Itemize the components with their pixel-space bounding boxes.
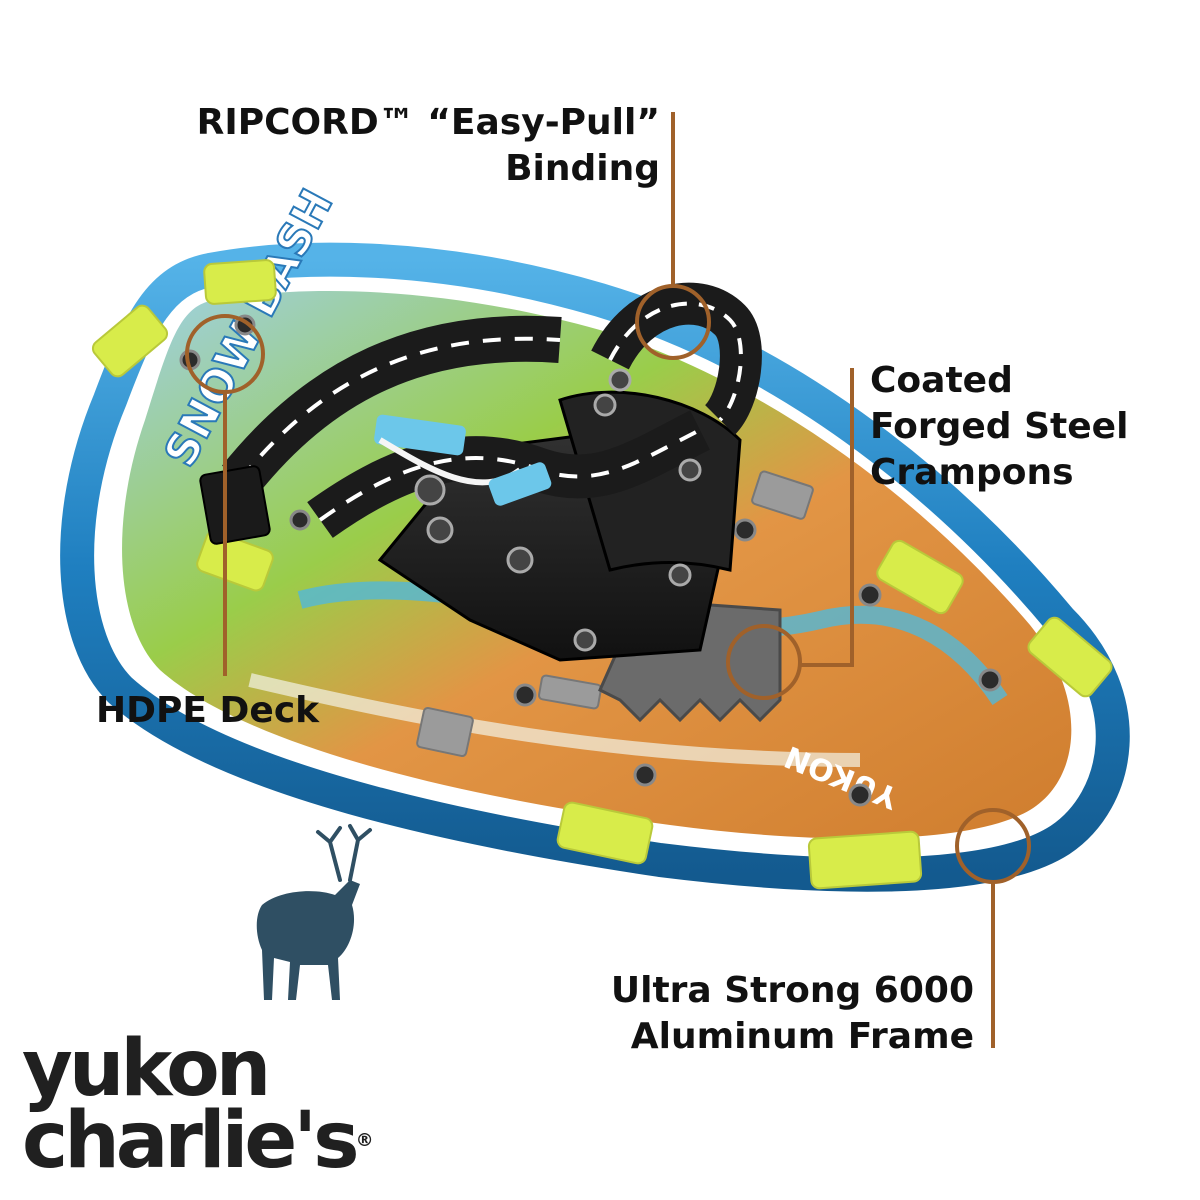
binding-callout <box>635 112 711 360</box>
deck-label: HDPE Deck <box>96 688 319 734</box>
callouts <box>185 112 1031 1048</box>
brand-logo: yukon charlie's® <box>20 1020 380 1180</box>
registered-mark: ® <box>355 1130 374 1151</box>
binding-buckle <box>199 465 271 545</box>
frame-callout <box>955 808 1031 1048</box>
deck-swirl-2 <box>248 673 861 767</box>
crampons-label-line1: Coated <box>870 360 1013 401</box>
logo-wordmark-line2-text: charlie's <box>22 1096 360 1186</box>
logo-wordmark-line1: yukon <box>22 1024 271 1114</box>
crampons-label-line3: Crampons <box>870 452 1074 493</box>
binding-label: RIPCORD™ “Easy-Pull” Binding <box>170 100 660 192</box>
deck-callout <box>185 314 265 676</box>
binding-label-line1: RIPCORD™ “Easy-Pull” <box>196 102 660 143</box>
frame-bumpers <box>91 259 1113 890</box>
ripcord-tab-2 <box>488 462 552 506</box>
logo-deer-icon <box>256 824 372 1000</box>
crampons-label: Coated Forged Steel Crampons <box>870 358 1128 496</box>
crampons-label-line2: Forged Steel <box>870 406 1129 447</box>
frame-label-line2: Aluminum Frame <box>630 1016 974 1057</box>
crampons-callout <box>726 368 854 700</box>
snowshoe: SNOW BASH YUKON <box>60 180 1130 892</box>
frame-label: Ultra Strong 6000 Aluminum Frame <box>560 968 974 1060</box>
binding-bolts <box>414 368 702 652</box>
ripcord-tab <box>374 414 466 456</box>
logo-wordmark-line2: charlie's® <box>22 1102 374 1180</box>
frame-label-line1: Ultra Strong 6000 <box>610 970 974 1011</box>
deck-label-line1: HDPE Deck <box>96 690 320 731</box>
binding-label-line2: Binding <box>505 148 660 189</box>
frame-clips <box>416 470 814 758</box>
